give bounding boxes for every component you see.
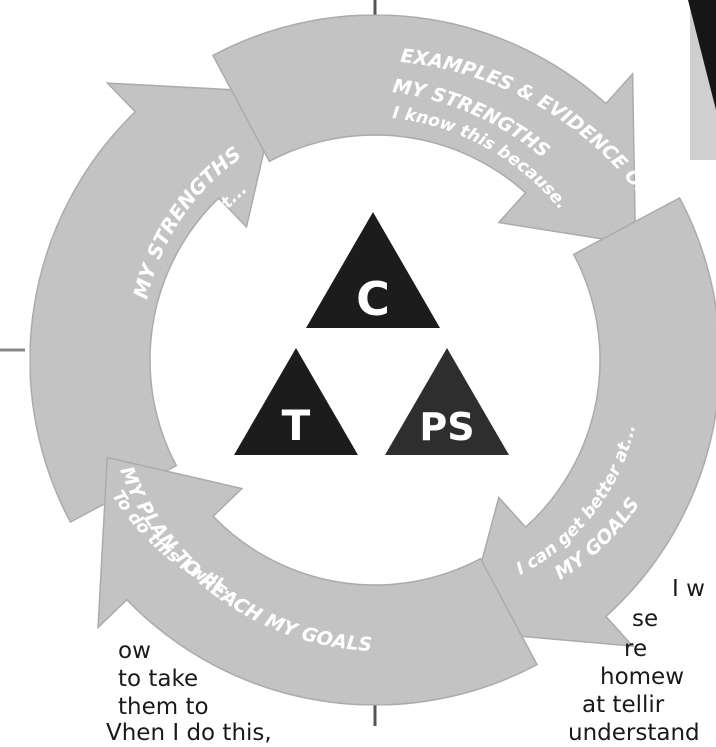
right-text-line: at tellir [582,692,664,719]
right-text-line: I w [672,576,705,603]
arrow-strengths [30,83,278,522]
right-text-line: understand [568,720,700,747]
left-text-line: to take [118,666,198,693]
cycle-diagram: MY STRENGTHS I am good at... EXAMPLES & … [0,0,716,726]
right-text-line: se [632,606,658,633]
right-text-line: re [624,636,647,663]
left-text-line: them to [118,694,209,721]
left-text-line: ow [118,638,151,665]
photo-corner [688,0,716,160]
triangle-t-label: T [282,401,311,450]
triangle-ps-label: PS [419,405,474,449]
triangle-c-label: C [356,272,390,326]
center-triangles: C T PS [234,212,509,455]
right-text-line: homew [600,664,684,691]
left-text-line: Vhen I do this, [106,720,272,747]
cycle-ring [30,15,716,705]
